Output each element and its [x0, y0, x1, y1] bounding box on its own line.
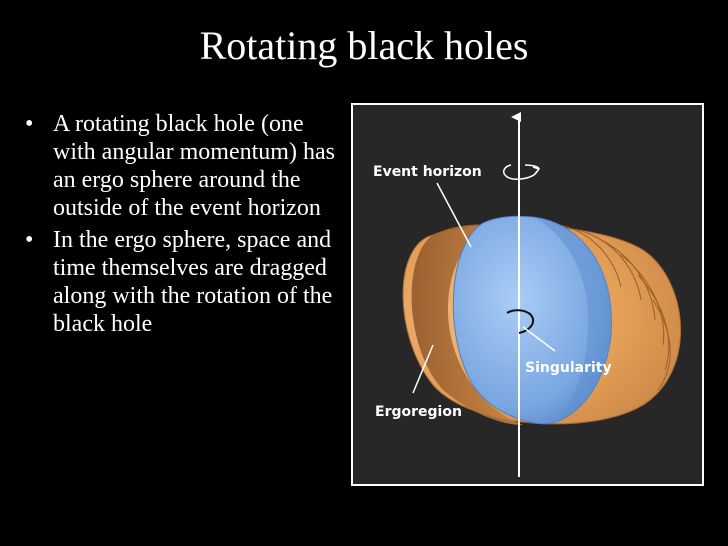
- ergoregion-cutaway: [411, 224, 523, 425]
- event-horizon-label: Event horizon: [373, 164, 482, 180]
- bullet-text: A rotating black hole (one with angular …: [53, 111, 335, 221]
- diagram-canvas: Event horizon Singularity Ergoregion: [373, 112, 682, 477]
- bullet-item: • A rotating black hole (one with angula…: [18, 110, 348, 222]
- ergoregion-leader: [412, 344, 434, 394]
- bullet-text: In the ergo sphere, space and time thems…: [53, 227, 333, 337]
- singularity-leader: [522, 326, 556, 352]
- slide-title: Rotating black holes: [199, 23, 529, 68]
- bullet-list: • A rotating black hole (one with angula…: [18, 110, 348, 342]
- bullet-marker: •: [25, 111, 34, 137]
- event-horizon-shade: [533, 217, 612, 423]
- bullet-item: • In the ergo sphere, space and time the…: [18, 226, 348, 338]
- singularity-label: Singularity: [525, 360, 612, 376]
- rotation-arrow-icon: [503, 164, 540, 180]
- bullet-marker: •: [25, 227, 34, 253]
- black-hole-diagram: Event horizon Singularity Ergoregion: [351, 103, 704, 486]
- event-horizon-leader: [436, 182, 472, 248]
- ergoregion-label: Ergoregion: [375, 404, 462, 420]
